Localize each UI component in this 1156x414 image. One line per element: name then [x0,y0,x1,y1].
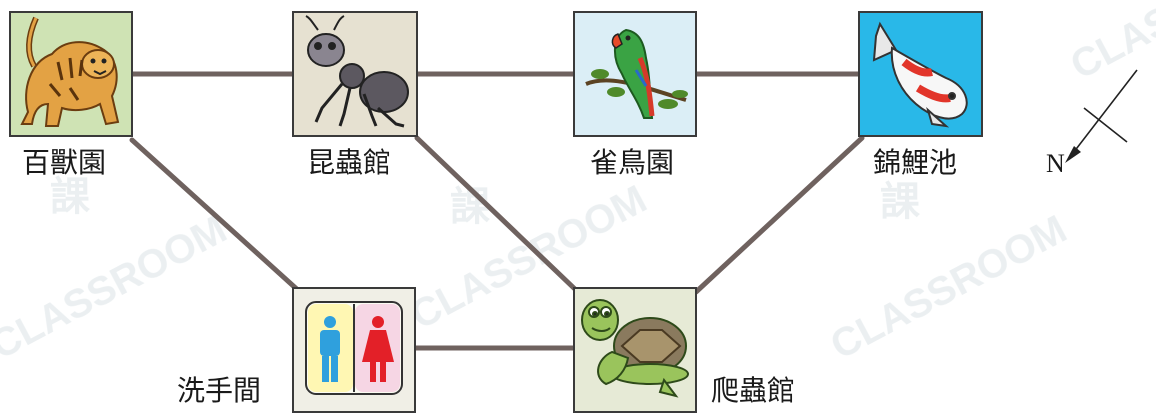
label-koi-pond: 錦鯉池 [873,146,957,179]
label-insect-hall: 昆蟲館 [307,146,391,179]
tiger-icon [20,16,120,127]
female-figure-icon [362,316,394,382]
north-arrow-icon [1065,69,1138,163]
location-toilet[interactable] [292,287,416,413]
watermark-text: CLASSROOM [1064,0,1156,88]
path-network [127,71,865,351]
location-zoo[interactable] [9,11,133,137]
path-koi-reptile [693,135,865,295]
watermark-text: CLASSROOM [824,207,1074,368]
label-reptile-hall: 爬蟲館 [711,374,795,407]
location-reptile-hall[interactable] [573,287,697,413]
compass-north-label: N [1046,149,1065,178]
watermark-char: 課 [50,175,90,219]
path-zoo-toilet [129,137,303,295]
location-insect-hall[interactable] [292,11,418,137]
watermark-text: CLASSROOM [0,207,234,368]
koi-fish-icon [872,21,968,128]
watermark-char: 課 [450,185,490,229]
male-figure-icon [320,316,340,382]
label-zoo: 百獸園 [22,146,106,179]
watermark-char: 課 [880,180,920,224]
location-koi-pond[interactable] [858,11,983,137]
turtle-icon [581,299,689,398]
ant-icon [305,15,409,128]
parrot-icon [585,28,688,119]
toilet-sign-icon [305,301,403,395]
location-aviary[interactable] [573,11,697,137]
path-insect-reptile [414,135,581,295]
label-aviary: 雀鳥園 [590,146,674,179]
label-toilet: 洗手間 [177,374,261,407]
